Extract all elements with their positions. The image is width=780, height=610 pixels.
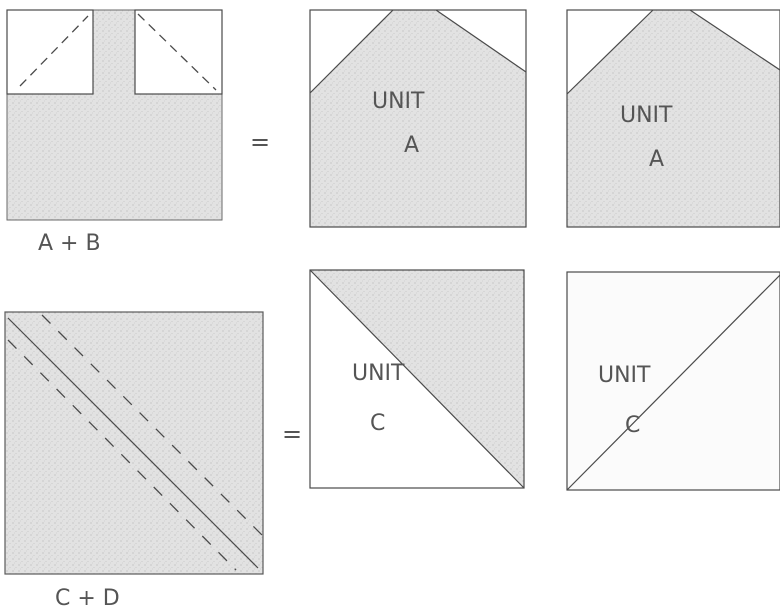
unit-c-right-letter: C [625,413,640,438]
unit-c-left-word: UNIT [352,361,405,386]
c-plus-d-block [4,311,264,575]
unit-a-left [309,9,527,228]
c-plus-d-lower-seam [7,339,237,571]
unit-c-left [309,269,525,489]
unit-c-right [566,271,780,491]
a-plus-b-caption: A + B [38,231,101,256]
left-fold-line [19,15,89,87]
c-plus-d-center-diagonal [7,317,259,569]
unit-a-left-left-diagonal [309,9,394,94]
unit-a-right-word: UNIT [620,103,673,128]
unit-c-left-diagonal [309,269,525,489]
right-fold-line [137,13,217,91]
unit-a-right-right-diagonal [689,9,780,71]
unit-c-right-diagonal [566,274,780,491]
unit-c-left-letter: C [370,411,385,436]
unit-a-right-left-diagonal [566,9,654,95]
bottom-equals-sign: = [282,420,302,448]
top-equals-sign: = [250,128,270,156]
a-plus-b-block [6,9,223,221]
unit-a-left-word: UNIT [372,89,425,114]
left-corner-square [6,9,94,95]
unit-a-right-letter: A [649,147,664,172]
right-corner-square [134,9,223,95]
unit-a-right [566,9,780,228]
unit-a-left-letter: A [404,133,419,158]
unit-c-right-word: UNIT [598,363,651,388]
c-plus-d-caption: C + D [55,586,120,610]
c-plus-d-upper-seam [41,314,263,536]
unit-a-left-right-diagonal [435,9,527,73]
